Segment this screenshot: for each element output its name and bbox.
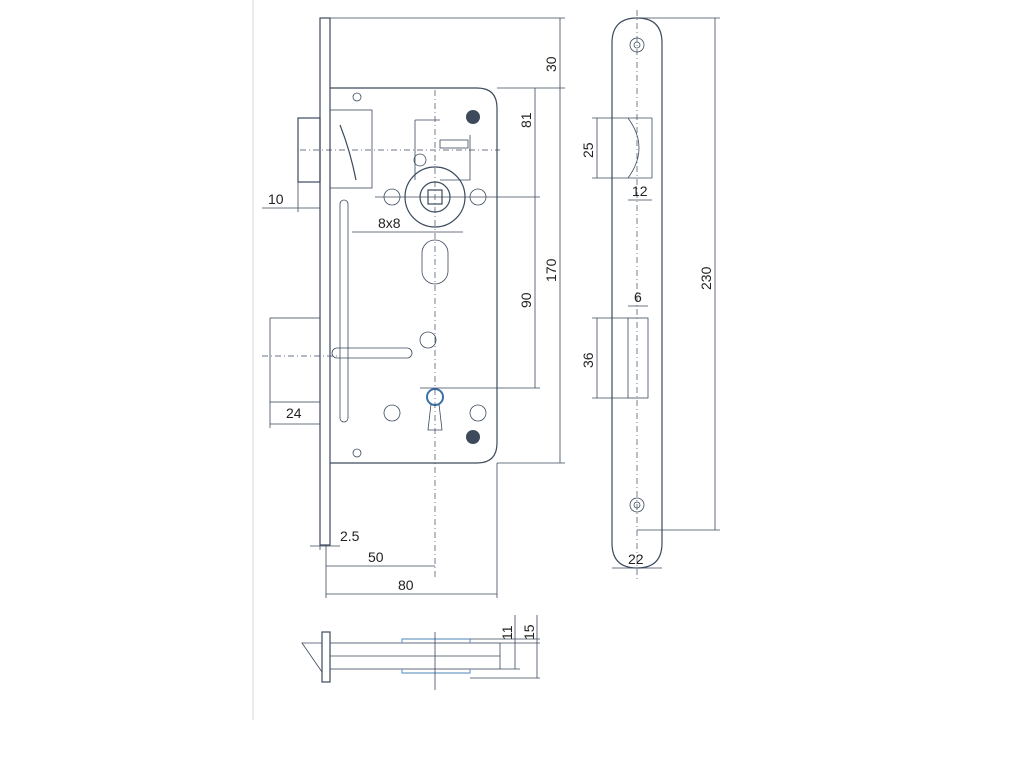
- front-dimension-lines: [262, 17, 565, 598]
- bolt-bar: [339, 199, 349, 423]
- dim-10: 10: [268, 191, 284, 207]
- dim-24: 24: [286, 405, 302, 421]
- latch-opening: [627, 117, 653, 179]
- lock-body: [330, 87, 498, 464]
- latch-spring: [339, 124, 357, 181]
- side-view: [301, 631, 501, 690]
- dim-11: 11: [499, 625, 515, 640]
- dim-170: 170: [543, 258, 559, 282]
- bolt-lever: [331, 347, 413, 359]
- dim-90: 90: [518, 292, 534, 308]
- dim-50: 50: [368, 549, 384, 565]
- latch-housing: [329, 109, 373, 189]
- dim-30: 30: [543, 56, 559, 72]
- dim-80: 80: [398, 577, 414, 593]
- dim-36: 36: [580, 352, 596, 368]
- side-dimension-lines: [470, 615, 540, 679]
- latch: [297, 117, 321, 183]
- mounting-screw-icon: [466, 110, 480, 444]
- dim-81: 81: [518, 112, 534, 128]
- strike-dimension-lines: [592, 17, 720, 569]
- dim-230: 230: [698, 266, 714, 290]
- bolt-opening: [627, 317, 649, 399]
- dim-22: 22: [628, 551, 644, 567]
- front-view: [262, 17, 540, 580]
- dim-12: 12: [632, 183, 648, 199]
- dim-2-5: 2.5: [340, 528, 360, 544]
- strike-plate: [611, 10, 663, 580]
- dim-25: 25: [580, 142, 596, 158]
- faceplate: [319, 17, 331, 546]
- deadbolt: [269, 317, 321, 403]
- keyhole: [426, 388, 444, 431]
- dim-6: 6: [634, 289, 642, 305]
- dim-15: 15: [521, 624, 537, 640]
- dim-8x8: 8x8: [378, 215, 401, 231]
- slot: [421, 239, 449, 285]
- side-faceplate: [321, 631, 331, 683]
